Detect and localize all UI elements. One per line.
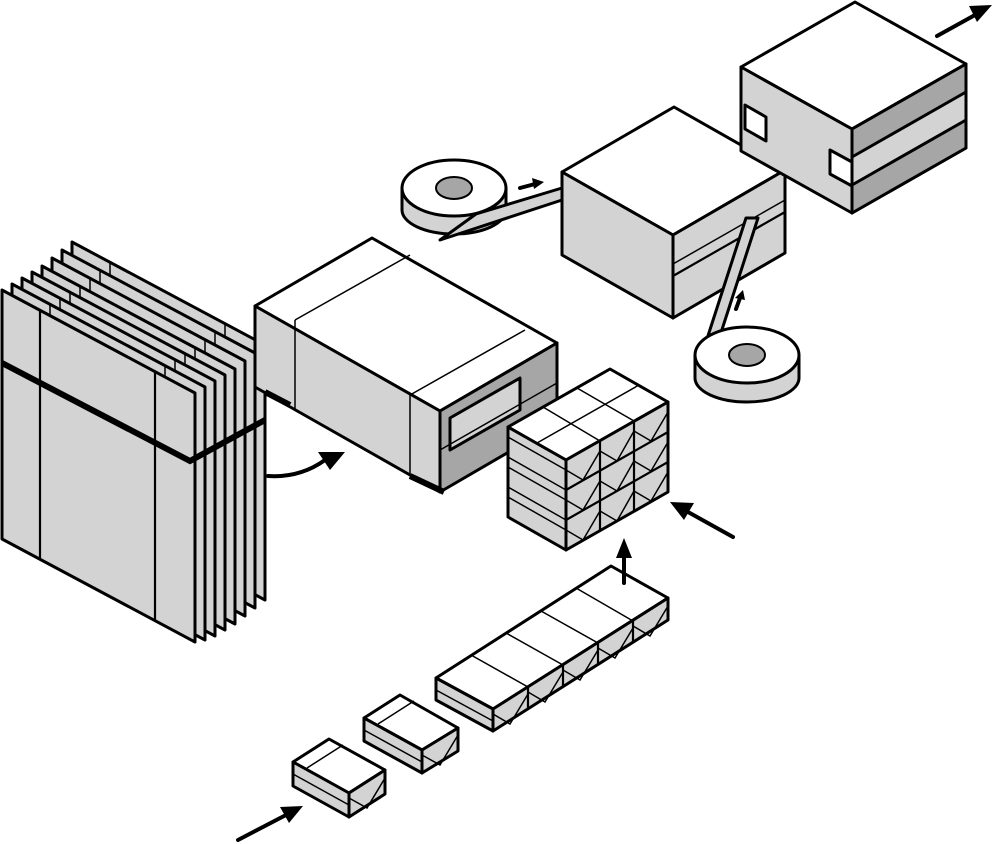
- tape-roll-icon: [400, 158, 564, 242]
- sheet-stack-icon: [0, 240, 267, 644]
- arrow-input: [236, 806, 303, 842]
- banded-carton-icon: [739, 0, 968, 215]
- arrow-output: [935, 5, 992, 38]
- arrow-tape-2: [734, 290, 745, 311]
- arrow-tape-1: [518, 178, 544, 190]
- small-box-icon: [291, 737, 387, 819]
- tape-roll-icon: [693, 216, 801, 404]
- small-box-icon: [362, 693, 460, 775]
- stacked-boxes-icon: [506, 367, 670, 552]
- sheet-front: [0, 288, 197, 644]
- arrow-sheets-to-carton: [266, 452, 345, 479]
- arrow-row-to-stack: [616, 538, 632, 585]
- arrow-into-stack: [670, 502, 735, 539]
- carton-icon: [560, 105, 787, 320]
- row-of-boxes-icon: [434, 564, 670, 733]
